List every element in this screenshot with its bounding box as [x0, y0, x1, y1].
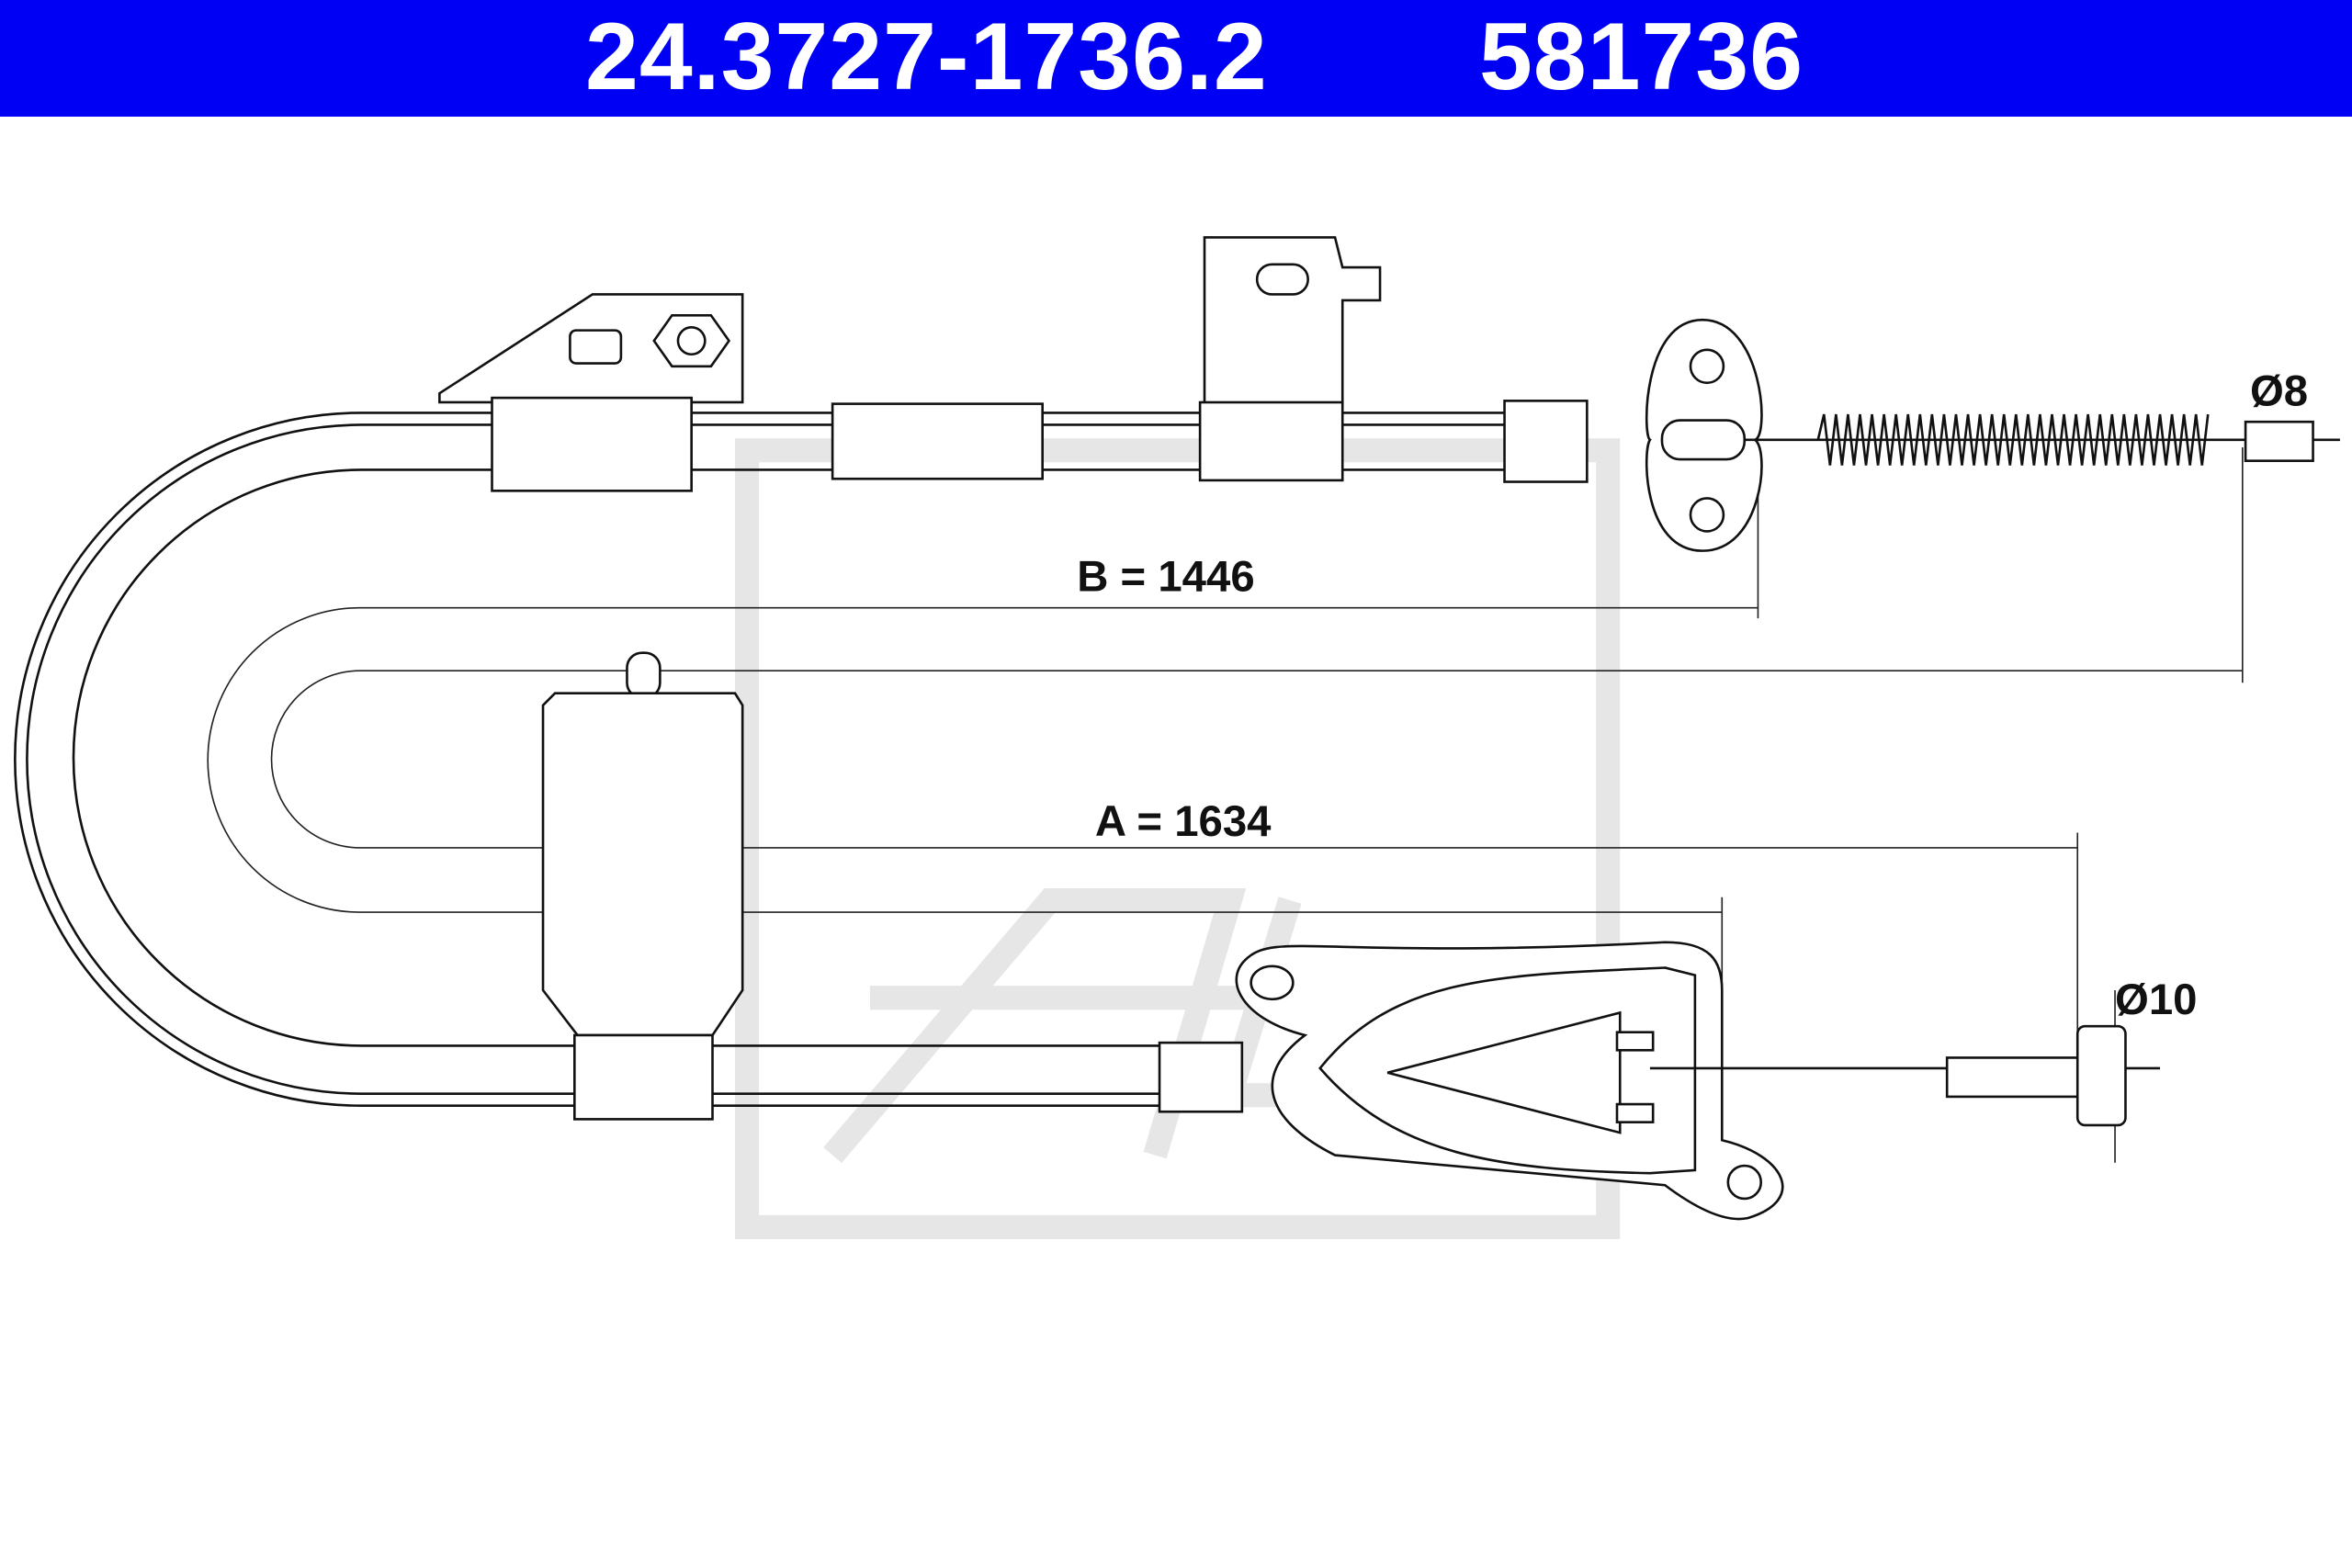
- dimension-a-label: A = 1634: [1095, 797, 1272, 846]
- part-number: 24.3727-1736.2: [585, 4, 1268, 110]
- crimp-sleeve-bottom: [1945, 1056, 2084, 1099]
- mounting-bracket-middle: [1198, 236, 1382, 482]
- mounting-bracket-left: [438, 293, 744, 492]
- sleeve: [831, 402, 1044, 480]
- dimension-b-label: B = 1446: [1077, 553, 1254, 602]
- flange-top: [1645, 318, 1763, 552]
- end-fitting-top: [1503, 400, 1589, 483]
- return-spring: [1816, 413, 2210, 466]
- cable-sheath: [14, 412, 1508, 1108]
- end-nipple-bottom: [2075, 1024, 2127, 1127]
- diameter-8-label: Ø8: [2250, 367, 2308, 415]
- title-bar: 24.3727-1736.2 581736: [0, 0, 2352, 117]
- end-fitting-bottom: [1158, 1041, 1244, 1113]
- reference-number: 581736: [1479, 4, 1804, 110]
- mounting-clip-lower: [541, 651, 744, 1121]
- diameter-10-label: Ø10: [2115, 976, 2197, 1024]
- end-nipple-top: [2244, 420, 2314, 462]
- triangular-flange-bottom: [1235, 941, 1784, 1221]
- dimension-line-b: [207, 488, 1759, 990]
